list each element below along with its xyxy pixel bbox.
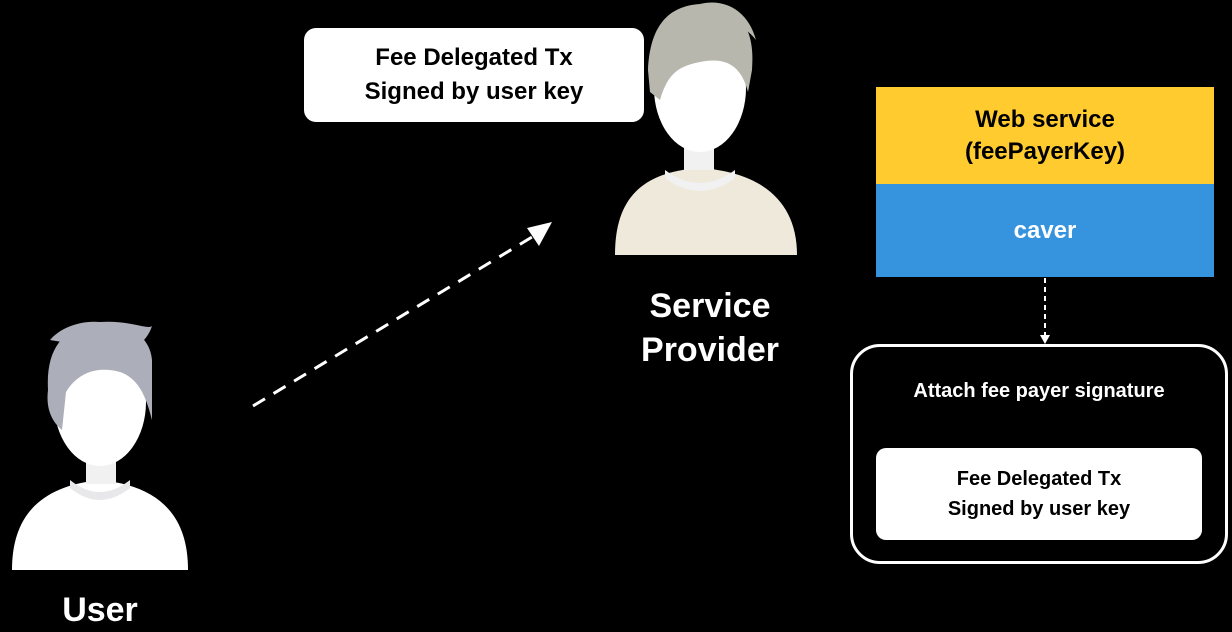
provider-label-line-2: Provider [641, 331, 779, 369]
user-avatar-icon [12, 321, 188, 570]
signed-tx-line-1: Fee Delegated Tx [956, 468, 1122, 490]
dashed-arrow-icon [252, 222, 552, 408]
web-service-line-1: Web service [975, 105, 1115, 133]
attach-signature-container [850, 344, 1228, 564]
signed-tx-box: Fee Delegated Tx Signed by user key [876, 448, 1202, 540]
connector-arrow [1040, 278, 1050, 344]
service-provider-avatar-icon [615, 2, 797, 255]
service-provider-label: Service Provider [600, 284, 820, 372]
tx-speech-bubble: Fee Delegated Tx Signed by user key [304, 28, 644, 122]
bubble-line-2: Signed by user key [364, 78, 584, 105]
web-service-line-2: (feePayerKey) [964, 137, 1126, 165]
caver-box: caver [876, 184, 1214, 277]
bubble-line-1: Fee Delegated Tx [375, 44, 573, 71]
provider-label-line-1: Service [649, 287, 771, 325]
attach-signature-title: Attach fee payer signature [913, 380, 1165, 402]
user-label: User [62, 591, 138, 629]
web-service-box: Web service (feePayerKey) [876, 87, 1214, 184]
caver-label: caver [1013, 216, 1077, 244]
signed-tx-line-2: Signed by user key [947, 498, 1131, 520]
